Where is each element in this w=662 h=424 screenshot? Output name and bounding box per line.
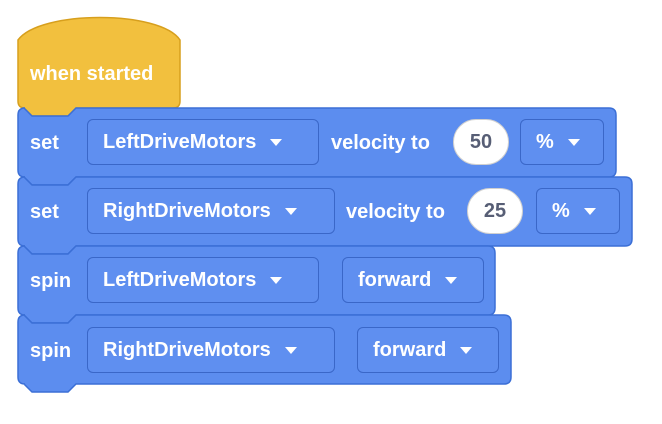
direction-dropdown[interactable]: forward	[342, 257, 484, 303]
chevron-down-icon	[284, 346, 297, 354]
velocity-input[interactable]: 25	[467, 188, 523, 234]
chevron-down-icon	[270, 138, 283, 146]
block-keyword: set	[30, 201, 59, 223]
velocity-input[interactable]: 50	[453, 119, 509, 165]
device-dropdown[interactable]: RightDriveMotors	[87, 327, 335, 373]
chevron-down-icon	[583, 207, 596, 215]
dropdown-value: RightDriveMotors	[103, 199, 271, 222]
dropdown-value: forward	[358, 268, 432, 291]
chevron-down-icon	[445, 276, 458, 284]
dropdown-value: LeftDriveMotors	[103, 268, 257, 291]
dropdown-value: forward	[373, 338, 447, 361]
dropdown-value: %	[536, 130, 554, 153]
block-keyword: spin	[30, 340, 72, 362]
device-dropdown[interactable]: RightDriveMotors	[87, 188, 335, 234]
chevron-down-icon	[460, 346, 473, 354]
param-label: velocity to	[346, 201, 445, 223]
chevron-down-icon	[567, 138, 580, 146]
param-label: velocity to	[331, 132, 430, 154]
unit-dropdown[interactable]: %	[536, 188, 620, 234]
device-dropdown[interactable]: LeftDriveMotors	[87, 257, 319, 303]
unit-dropdown[interactable]: %	[520, 119, 604, 165]
dropdown-value: RightDriveMotors	[103, 338, 271, 361]
dropdown-value: LeftDriveMotors	[103, 130, 257, 153]
block-keyword: set	[30, 132, 59, 154]
direction-dropdown[interactable]: forward	[357, 327, 499, 373]
chevron-down-icon	[270, 276, 283, 284]
device-dropdown[interactable]: LeftDriveMotors	[87, 119, 319, 165]
hat-block-shape[interactable]	[17, 16, 181, 117]
dropdown-value: %	[552, 199, 570, 222]
block-keyword: spin	[30, 270, 72, 292]
chevron-down-icon	[284, 207, 297, 215]
hat-label: when started	[30, 63, 154, 85]
